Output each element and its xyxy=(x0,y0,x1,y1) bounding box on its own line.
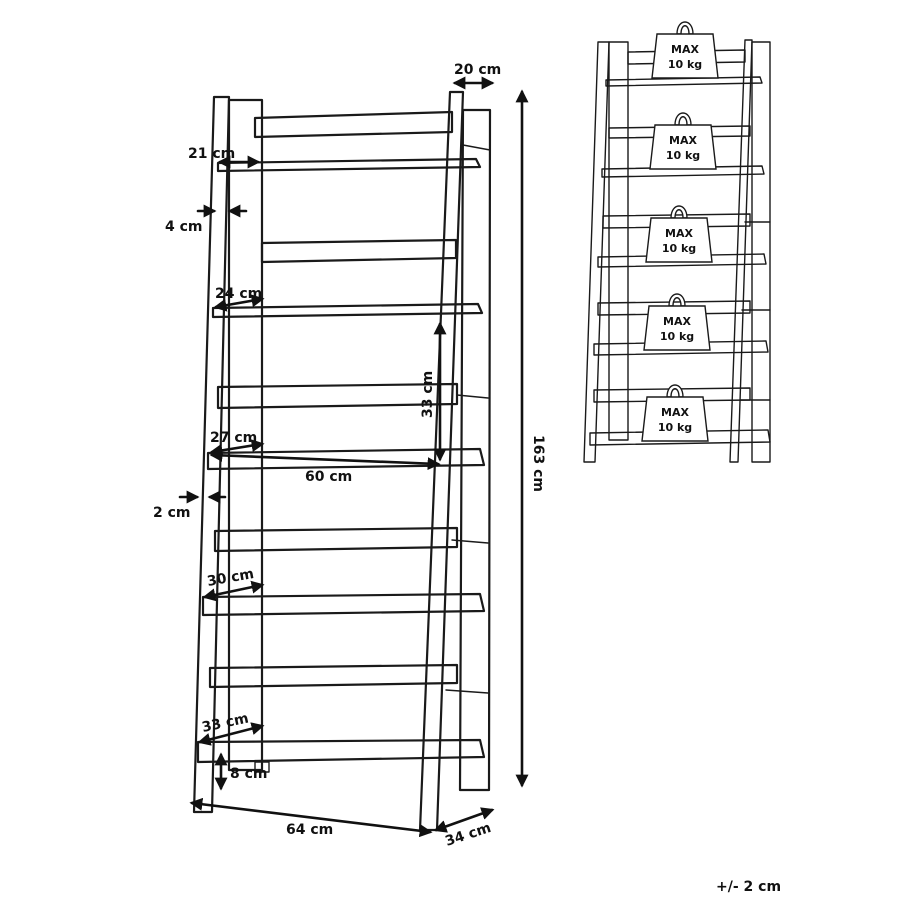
label-shelf1: 21 cm xyxy=(188,146,235,162)
shelf-4 xyxy=(201,592,486,617)
small-rail-3 xyxy=(597,300,751,316)
back-rail-1 xyxy=(260,238,458,264)
back-rail-3 xyxy=(213,526,459,553)
right-side-rail-4 xyxy=(445,689,489,694)
back-rail-4 xyxy=(208,663,459,689)
small-front-right-leg xyxy=(729,39,753,463)
shelf-2 xyxy=(211,302,484,319)
weight-label-kg: 10 kg xyxy=(660,330,694,343)
foot xyxy=(254,761,270,773)
front-right-leg xyxy=(418,90,465,832)
top-rail xyxy=(253,110,454,139)
right-side-rail-1 xyxy=(462,144,491,151)
small-back-right-leg xyxy=(751,41,771,463)
weight-icon: MAX 10 kg xyxy=(645,205,713,263)
main-shelf-drawing xyxy=(192,90,492,832)
shelf-5 xyxy=(196,738,486,764)
label-total-height: 163 cm xyxy=(530,435,546,492)
label-leg-depth: 4 cm xyxy=(165,219,203,235)
weight-label-max: MAX xyxy=(661,406,689,419)
label-total-width: 64 cm xyxy=(286,822,333,838)
arrow-shelf2 xyxy=(213,294,265,312)
weight-label-max: MAX xyxy=(669,134,697,147)
label-shelf-gap: 33 cm xyxy=(420,371,436,418)
arrow-shelf5 xyxy=(197,722,265,746)
back-right-leg xyxy=(458,108,492,792)
back-left-leg xyxy=(227,98,264,772)
shelf-3 xyxy=(206,447,486,471)
label-shelf3: 27 cm xyxy=(210,430,257,446)
weight-icon: MAX 10 kg xyxy=(651,21,719,79)
weight-label-max: MAX xyxy=(671,43,699,56)
weight-label-kg: 10 kg xyxy=(658,421,692,434)
weight-label-max: MAX xyxy=(663,315,691,328)
label-tolerance: +/- 2 cm xyxy=(716,879,781,895)
dimension-labels: 20 cm 21 cm 4 cm 24 cm 33 cm 27 cm 60 cm… xyxy=(153,62,781,895)
label-shelf2: 24 cm xyxy=(215,286,262,302)
weight-icon: MAX 10 kg xyxy=(643,293,711,351)
label-shelf4: 30 cm xyxy=(206,566,255,590)
weight-icon: MAX 10 kg xyxy=(649,112,717,170)
weight-label-kg: 10 kg xyxy=(662,242,696,255)
dimension-arrows xyxy=(178,76,529,838)
label-bottom-clearance: 8 cm xyxy=(230,766,268,782)
label-leg-width: 2 cm xyxy=(153,505,191,521)
arrow-shelf4 xyxy=(202,580,265,602)
weight-label-kg: 10 kg xyxy=(668,58,702,71)
small-front-left-leg xyxy=(583,41,610,463)
label-depth-top: 20 cm xyxy=(454,62,501,78)
label-shelf-width: 60 cm xyxy=(305,469,352,485)
right-side-rail-3 xyxy=(451,539,489,544)
small-back-left-leg xyxy=(608,41,629,441)
weight-label-kg: 10 kg xyxy=(666,149,700,162)
arrow-total-width xyxy=(189,797,433,838)
small-shelf-5 xyxy=(589,429,771,446)
small-rail-2 xyxy=(602,213,751,229)
right-side-rail-2 xyxy=(456,394,489,399)
back-rail-2 xyxy=(216,382,459,410)
weight-label-max: MAX xyxy=(665,227,693,240)
arrow-shelf-width xyxy=(209,448,441,471)
arrow-total-depth xyxy=(433,807,495,833)
load-diagram: MAX 10 kg MAX 10 kg MAX 10 kg MAX 10 kg … xyxy=(583,21,771,463)
weight-icon: MAX 10 kg xyxy=(641,384,709,442)
